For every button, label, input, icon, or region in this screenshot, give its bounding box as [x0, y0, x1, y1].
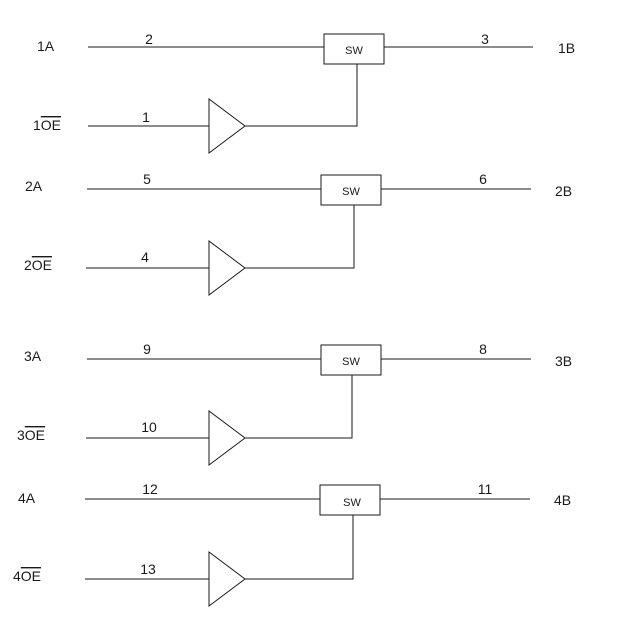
channel-4-a-label: 4A	[18, 490, 36, 506]
channel-4-b-pin-number: 11	[478, 481, 493, 497]
channel-1-oe-signal: OE	[41, 117, 61, 133]
channel-1-oe-pin-number: 1	[142, 109, 150, 125]
channel-2-enable-wire	[245, 205, 355, 269]
channel-4-switch-box	[319, 484, 381, 516]
channel-2-oe-signal: OE	[32, 257, 52, 273]
channel-4: 4A 12 SW 11 4B 4OE 13	[13, 481, 571, 607]
channel-4-oe-prefix: 4	[13, 568, 21, 584]
channel-3-switch-label: SW	[342, 356, 360, 368]
channel-2-buffer-icon	[208, 240, 246, 296]
channel-3-buffer-icon	[208, 410, 246, 466]
channel-2-oe-pin-number: 4	[141, 249, 149, 265]
channel-1-a-pin-number: 2	[145, 31, 153, 47]
channel-1-oe-label: 1OE	[33, 117, 61, 133]
channel-1-buffer-icon	[208, 98, 246, 154]
channel-1-b-label: 1B	[558, 40, 575, 56]
channel-3-oe-prefix: 3	[17, 427, 25, 443]
channel-4-oe-pin-number: 13	[140, 561, 156, 577]
channel-1-switch-box	[323, 33, 385, 65]
channel-1-b-pin-number: 3	[481, 31, 489, 47]
channel-3-b-pin-number: 8	[479, 341, 487, 357]
channel-4-oe-signal: OE	[21, 568, 41, 584]
channel-1-oe-prefix: 1	[33, 117, 41, 133]
channel-4-buffer-icon	[208, 551, 246, 607]
channel-2-b-label: 2B	[555, 183, 572, 199]
channel-2-switch-box	[320, 174, 382, 206]
channel-2-oe-label: 2OE	[24, 257, 52, 273]
channel-2-a-pin-number: 5	[143, 171, 151, 187]
channel-3-b-label: 3B	[555, 353, 572, 369]
channel-1-enable-wire	[245, 64, 358, 127]
channel-2-switch-label: SW	[342, 186, 360, 198]
channel-4-enable-wire	[245, 515, 354, 580]
channel-2-a-label: 2A	[25, 178, 43, 194]
channel-3: 3A 9 SW 8 3B 3OE 10	[17, 341, 572, 466]
channel-3-switch-box	[320, 344, 382, 376]
channel-2-b-pin-number: 6	[479, 171, 487, 187]
channel-3-enable-wire	[245, 375, 353, 439]
channel-3-oe-pin-number: 10	[141, 419, 157, 435]
channel-4-b-label: 4B	[554, 492, 571, 508]
channel-3-a-pin-number: 9	[143, 341, 151, 357]
channel-1-switch-label: SW	[345, 45, 363, 57]
channel-4-oe-label: 4OE	[13, 568, 41, 584]
channel-2: 2A 5 SW 6 2B 2OE 4	[24, 171, 572, 296]
channel-1: 1A 2 SW 3 1B 1OE 1	[33, 31, 575, 154]
channel-3-a-label: 3A	[24, 348, 42, 364]
channel-2-oe-prefix: 2	[24, 257, 32, 273]
channel-1-a-label: 1A	[37, 38, 55, 54]
channel-4-switch-label: SW	[343, 497, 361, 509]
channel-3-oe-signal: OE	[25, 427, 45, 443]
channel-4-a-pin-number: 12	[142, 481, 158, 497]
channel-3-oe-label: 3OE	[17, 427, 45, 443]
